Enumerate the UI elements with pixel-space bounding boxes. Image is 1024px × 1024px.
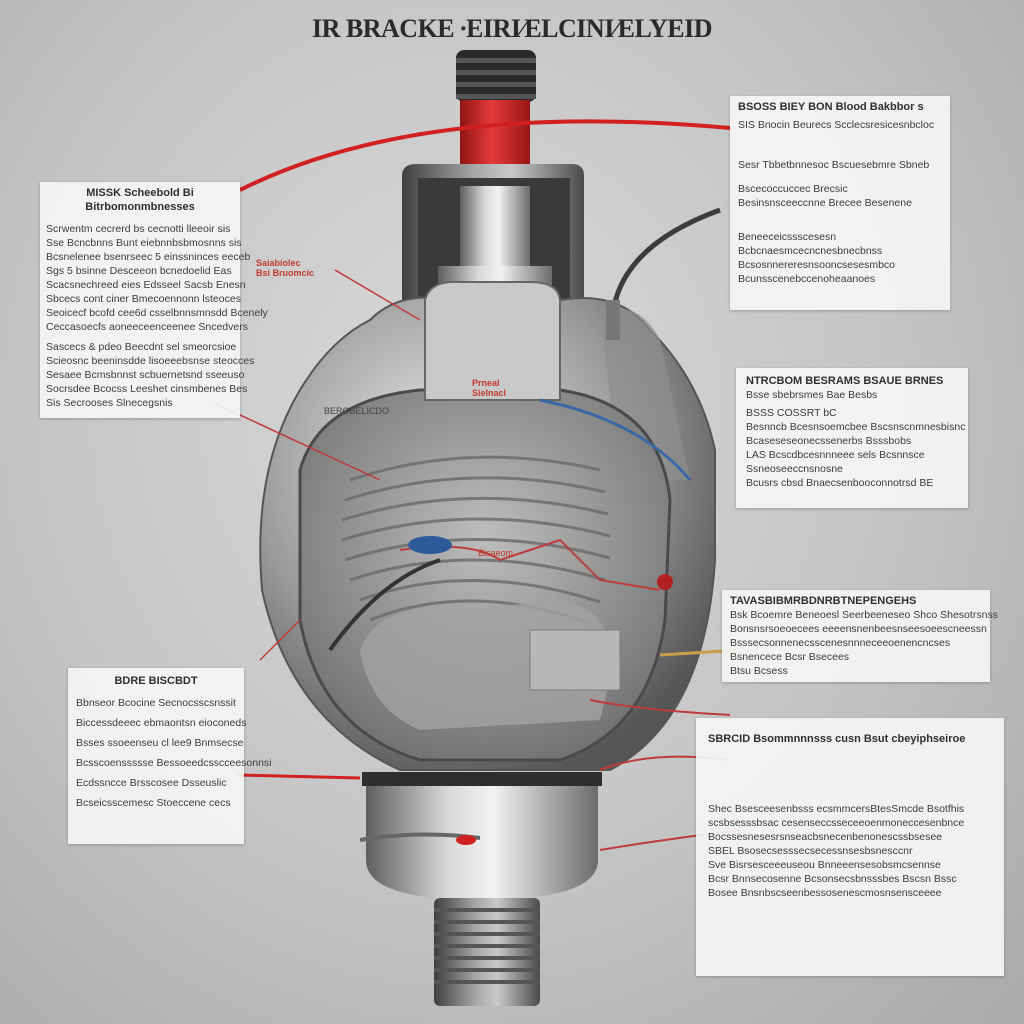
- panel-heading: BDRE BISCBDT: [114, 675, 198, 687]
- panel-line: Bcseicsscemesc Stoeccene cecs: [76, 797, 231, 809]
- panel-line: Seoicecf bcofd cee6d csselbnnsmnsdd Bcen…: [46, 307, 268, 319]
- panel-heading: TAVASBIBMRBDNRBTNEPENGEHS: [730, 595, 917, 607]
- panel-line: Bbnseor Bcocine Secnocsscsnssit: [76, 697, 236, 709]
- label-red-upper-2: Bsi Bruomcic: [256, 268, 315, 278]
- panel-line: Bsnencece Bcsr Bsecees: [730, 651, 850, 663]
- panel-line: Socrsdee Bcocss Leeshet cinsmbenes Bes: [46, 383, 248, 395]
- panel-line: Shec Bsesceesenbsss ecsmmcersBtesSmcde B…: [708, 803, 965, 815]
- panel-line: Besinsnsceeccnne Brecee Besenene: [738, 197, 912, 209]
- panel-line: Sgs 5 bsinne Desceeon bcnedoelid Eas: [46, 265, 232, 277]
- panel-line: Bscecoccuccec Brecsic: [738, 183, 848, 195]
- panel-line: Sve Bisrsesceeeuseou Bnneeensesobsmcsenn…: [708, 859, 941, 871]
- panel-line: Bocssesnesesrsnseacbsnecenbenonescssbses…: [708, 831, 943, 843]
- panel-line: Bcbcnaesmcecncnesbnecbnss: [738, 245, 883, 257]
- panel-line: scsbsesssbsac cesenseccsseceeoenmonecces…: [708, 817, 965, 829]
- panel-line: Besnncb Bcesnsoemcbee Bscsnscnmnesbisnc: [746, 421, 966, 433]
- label-left-mid: BEROBELICDO: [324, 406, 390, 416]
- panel-line: Bsssecsonnenecsscenesnnneceeoenencncses: [730, 637, 951, 649]
- panel-subheading: Bitrbomonmbnesses: [85, 201, 195, 213]
- panel-heading: NTRCBOM BESRAMS BSAUE BRNES: [746, 375, 944, 387]
- top-threaded-cap: [456, 50, 536, 102]
- panel-left-top: MISSK Scheebold Bi Bitrbomonmbnesses Scr…: [40, 182, 268, 418]
- panel-right-lower: TAVASBIBMRBDNRBTNEPENGEHS Bsk Bcoemre Be…: [722, 590, 998, 682]
- panel-line: Beneeceicssscesesn: [738, 231, 837, 243]
- label-red-upper: Saiabiolec: [256, 258, 301, 268]
- panel-line: Sbcecs cont ciner Bmecoennonn lsteoces: [46, 293, 241, 305]
- panel-line: Sesaee Bcmsbnnst scbuernetsnd sseeuso: [46, 369, 245, 381]
- panel-line: Sascecs & pdeo Beecdnt sel smeorcsioe: [46, 341, 237, 353]
- panel-line: Bcsr Bnnsecosenne Bcsonsecsbnsssbes Bscs…: [708, 873, 957, 885]
- label-center-red-1: Prneal: [472, 378, 500, 388]
- panel-line: Ecdssncce Brsscosee Dsseuslic: [76, 777, 227, 789]
- panel-line: Ssneoseeccnsnosne: [746, 463, 843, 475]
- panel-line: SBEL Bsosecsesssecsecessnsesbsnesccnr: [708, 845, 913, 857]
- panel-line: Bcaseseseonecssenerbs Bsssbobs: [746, 435, 912, 447]
- panel-line: Bcsscoenssssse Bessoeedcsscceesonnsi: [76, 757, 272, 769]
- panel-line: Bosee Bnsnbscseenbessosenescmosnsensceee…: [708, 887, 942, 899]
- panel-right-bottom: SBRCID Bsommnnnsss cusn Bsut cbeyiphseir…: [696, 718, 1004, 976]
- panel-right-mid: NTRCBOM BESRAMS BSAUE BRNES Bsse sbebrsm…: [736, 368, 968, 508]
- label-center-red-2: Sielnacl: [472, 388, 507, 398]
- panel-line: Bcusrs cbsd Bnaecsenbooconnotrsd BE: [746, 477, 934, 489]
- panel-heading: MISSK Scheebold Bi: [86, 187, 194, 199]
- panel-line: Sse Bcncbnns Bunt eiebnnbsbmosnns sis: [46, 237, 242, 249]
- panel-line: LAS Bcscdbcesnnneee sels Bcsnnsce: [746, 449, 925, 461]
- panel-line: Bcunsscenebccenoheaanoes: [738, 273, 876, 285]
- panel-line: Bsk Bcoemre Beneoesl Seerbeeneseo Shco S…: [730, 609, 998, 621]
- panel-right-top: BSOSS BIEY BON Blood Bakbbor s SIS Bnoci…: [730, 96, 950, 310]
- panel-heading: SBRCID Bsommnnnsss cusn Bsut cbeyiphseir…: [708, 733, 966, 745]
- panel-line: Btsu Bcsess: [730, 665, 788, 677]
- panel-line: SIS Bnocin Beurecs Scclecsresicesnbcloc: [738, 119, 935, 131]
- panel-line: Scieosnc beeninsdde lisoeeebsnse steocce…: [46, 355, 255, 367]
- panel-line: Scacsnechreed eies Edsseel Sacsb Enesn: [46, 279, 246, 291]
- panel-line: Biccessdeeec ebmaontsn eioconeds: [76, 717, 247, 729]
- label-inner: Bisaeom: [478, 548, 514, 558]
- panel-left-bottom: BDRE BISCBDT Bbnseor Bcocine Secnocsscsn…: [68, 668, 272, 844]
- panel-line: Scrwentm cecrerd bs cecnotti lleeoir sis: [46, 223, 231, 235]
- panel-heading: BSOSS BIEY BON Blood Bakbbor s: [738, 101, 924, 113]
- panel-line: Bsses ssoeenseu cl lee9 Bnmsecse: [76, 737, 244, 749]
- panel-line: Sis Secrooses Slnecegsnis: [46, 397, 173, 409]
- panel-line: Bcsnelenee bsenrseec 5 einssninces eeceb: [46, 251, 251, 263]
- panel-line: BSSS COSSRT bC: [746, 407, 837, 419]
- cables: [211, 119, 741, 851]
- panel-line: Bcsosnnereresnsooncsesesmbco: [738, 259, 895, 271]
- main-body: [259, 280, 716, 771]
- panel-line: Sesr Tbbetbnnesoc Bscuesebmre Sbneb: [738, 159, 930, 171]
- lower-outlet: [362, 772, 602, 1006]
- panel-line: Bonsnsrsoeoecees eeeensnenbeesnseesoeesc…: [730, 623, 987, 635]
- panel-line: Ceccasoecfs aoneeceenceenee Sncedvers: [46, 321, 248, 333]
- panel-subheading: Bsse sbebrsmes Bae Besbs: [746, 389, 878, 401]
- diagram-title: IR BRACKE ∙EIRI∕ELCINI∕ELYEID: [312, 14, 712, 43]
